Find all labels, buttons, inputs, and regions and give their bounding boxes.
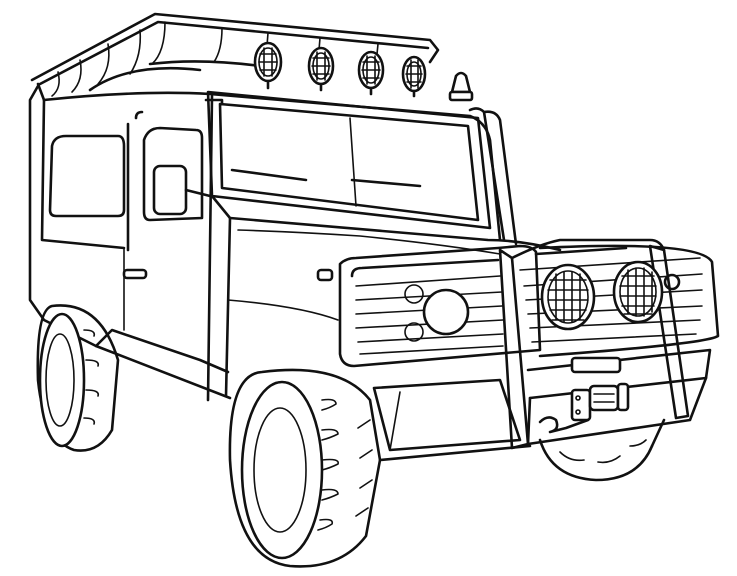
aux-light-left: [540, 263, 596, 331]
front-right-wheel: [538, 418, 666, 482]
windshield: [206, 90, 492, 230]
roof-light-4: [401, 55, 427, 98]
auxiliary-lights: [540, 260, 664, 331]
wiper-left: [230, 168, 308, 182]
vehicle-body: [28, 84, 502, 402]
roof-lights: [253, 41, 427, 98]
underbody: [94, 328, 532, 462]
side-mirror: [152, 164, 188, 216]
roof-light-3: [357, 50, 385, 96]
roof-rack: [30, 12, 440, 102]
side-window-rear: [48, 134, 126, 218]
side-window-front: [142, 126, 204, 222]
aux-light-right: [612, 260, 664, 324]
amber-beacon: [448, 71, 474, 102]
headlight-left: [422, 288, 470, 336]
rear-left-wheel: [36, 304, 120, 452]
front-bumper: [372, 348, 712, 452]
license-plate-recess: [570, 356, 622, 374]
winch: [538, 382, 630, 434]
snorkel: [468, 107, 518, 246]
door-handle: [122, 268, 148, 280]
front-left-wheel: [228, 368, 382, 568]
grille: [338, 244, 720, 368]
roof-light-2: [307, 46, 335, 92]
roof-light-1: [253, 41, 283, 90]
wiper-right: [350, 178, 422, 188]
